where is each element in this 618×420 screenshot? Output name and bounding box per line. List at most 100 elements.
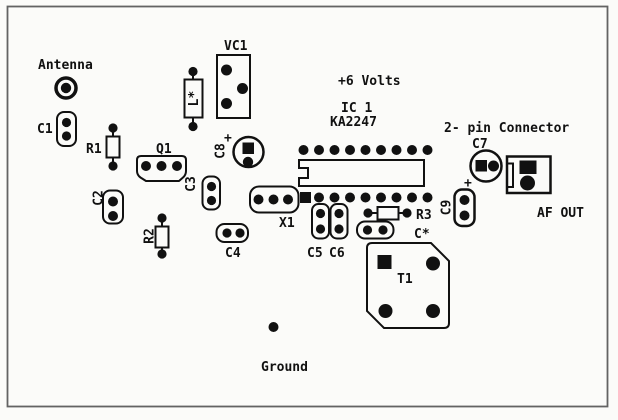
c6-label: C6	[329, 246, 345, 261]
pad-hole	[402, 208, 412, 218]
x1-body	[249, 185, 300, 214]
connector-key-notch	[506, 162, 514, 188]
t1-square-pad	[377, 255, 392, 269]
pad-hole	[363, 208, 373, 218]
supply-label: +6 Volts	[338, 74, 401, 89]
vc1-label: VC1	[224, 39, 248, 54]
pad-hole	[329, 192, 340, 203]
c8-square-pad	[242, 142, 254, 154]
q1-body	[136, 155, 187, 182]
pad-hole	[315, 208, 326, 219]
pad-hole	[362, 225, 373, 235]
pad-hole	[459, 195, 470, 205]
pad-hole	[283, 194, 293, 205]
pad-hole	[108, 196, 118, 207]
pad-hole	[108, 161, 118, 171]
pad-hole	[426, 256, 440, 271]
c7-body	[469, 149, 503, 183]
pad-hole	[206, 195, 217, 206]
c2-body	[102, 189, 124, 225]
component-c8: C8 +	[214, 131, 265, 169]
c4-body	[215, 223, 249, 243]
pad-hole	[253, 194, 264, 205]
pad-hole	[426, 304, 440, 318]
pad-hole	[378, 225, 388, 235]
pad-hole	[345, 145, 355, 155]
c6-body	[329, 203, 349, 240]
c8-polarity-plus: +	[224, 131, 232, 146]
component-r1: R1	[86, 123, 121, 171]
pad-hole	[61, 117, 72, 128]
component-r2: R2	[143, 213, 170, 259]
pad-hole	[334, 224, 344, 234]
pad-hole	[206, 181, 217, 192]
component-t1: T1	[366, 242, 450, 329]
component-vc1: VC1	[216, 39, 251, 119]
c1-body	[56, 111, 77, 147]
ground-point: Ground	[261, 322, 308, 375]
pad-hole	[376, 192, 386, 203]
ic-name-label: IC 1	[341, 101, 372, 116]
antenna-pad-hole	[60, 82, 72, 94]
component-c1: C1	[37, 111, 77, 147]
component-c2: C2	[92, 189, 124, 225]
c7-polarity-plus: +	[464, 176, 472, 191]
pad-hole	[268, 194, 279, 205]
af-out-label: AF OUT	[537, 206, 584, 221]
c3-label: C3	[184, 176, 199, 192]
pad-hole	[334, 208, 344, 219]
r3-body	[376, 206, 400, 221]
pad-hole	[222, 228, 232, 238]
pad-hole	[221, 98, 232, 109]
c4-label: C4	[225, 246, 241, 261]
pad-hole	[488, 160, 499, 172]
pad-hole	[188, 66, 198, 77]
ic-part-label: KA2247	[330, 115, 377, 130]
component-c4: C4	[215, 223, 249, 261]
r1-label: R1	[86, 142, 102, 157]
l-body	[183, 78, 204, 119]
r3-label: R3	[416, 208, 432, 223]
antenna-label: Antenna	[38, 58, 93, 73]
component-c3: C3	[184, 175, 221, 211]
r1-body	[105, 135, 121, 159]
l-label: L*	[187, 91, 202, 107]
q1-label: Q1	[156, 142, 172, 157]
component-2pin-connector: 2- pin Connector AF OUT	[444, 121, 584, 221]
c5-label: C5	[307, 246, 323, 261]
c7-label: C7	[472, 137, 488, 152]
component-c6: C6	[329, 203, 349, 261]
r2-body	[154, 225, 170, 249]
pad-hole	[141, 161, 151, 171]
pad-hole	[407, 192, 417, 203]
component-x1: X1	[249, 185, 300, 231]
pad-hole	[314, 145, 324, 155]
pad-hole	[315, 224, 326, 234]
component-c7: C7 +	[464, 137, 503, 191]
pad-hole	[242, 156, 254, 168]
pad-hole	[108, 123, 118, 133]
component-l-coil: L*	[183, 66, 204, 132]
pad-hole	[391, 192, 402, 203]
x1-label: X1	[279, 216, 295, 231]
pad-hole	[221, 64, 232, 76]
connector-label: 2- pin Connector	[444, 121, 569, 136]
pad-hole	[329, 145, 340, 155]
pad-hole	[157, 213, 167, 223]
pad-hole	[172, 161, 182, 171]
pad-hole	[360, 192, 371, 203]
c7-square-pad	[475, 160, 487, 172]
pad-hole	[378, 304, 393, 318]
pad-hole	[157, 249, 167, 259]
r2-label: R2	[143, 228, 158, 244]
c8-label: C8	[214, 143, 229, 159]
component-r3: R3	[363, 206, 432, 223]
c9-body	[453, 188, 476, 228]
component-c9: C9	[440, 188, 476, 228]
pad-hole	[298, 145, 309, 155]
t1-body	[366, 242, 450, 329]
pad-hole	[345, 192, 355, 203]
c-star-label: C*	[414, 227, 430, 242]
ic1-pin1-square-pad	[300, 192, 311, 203]
